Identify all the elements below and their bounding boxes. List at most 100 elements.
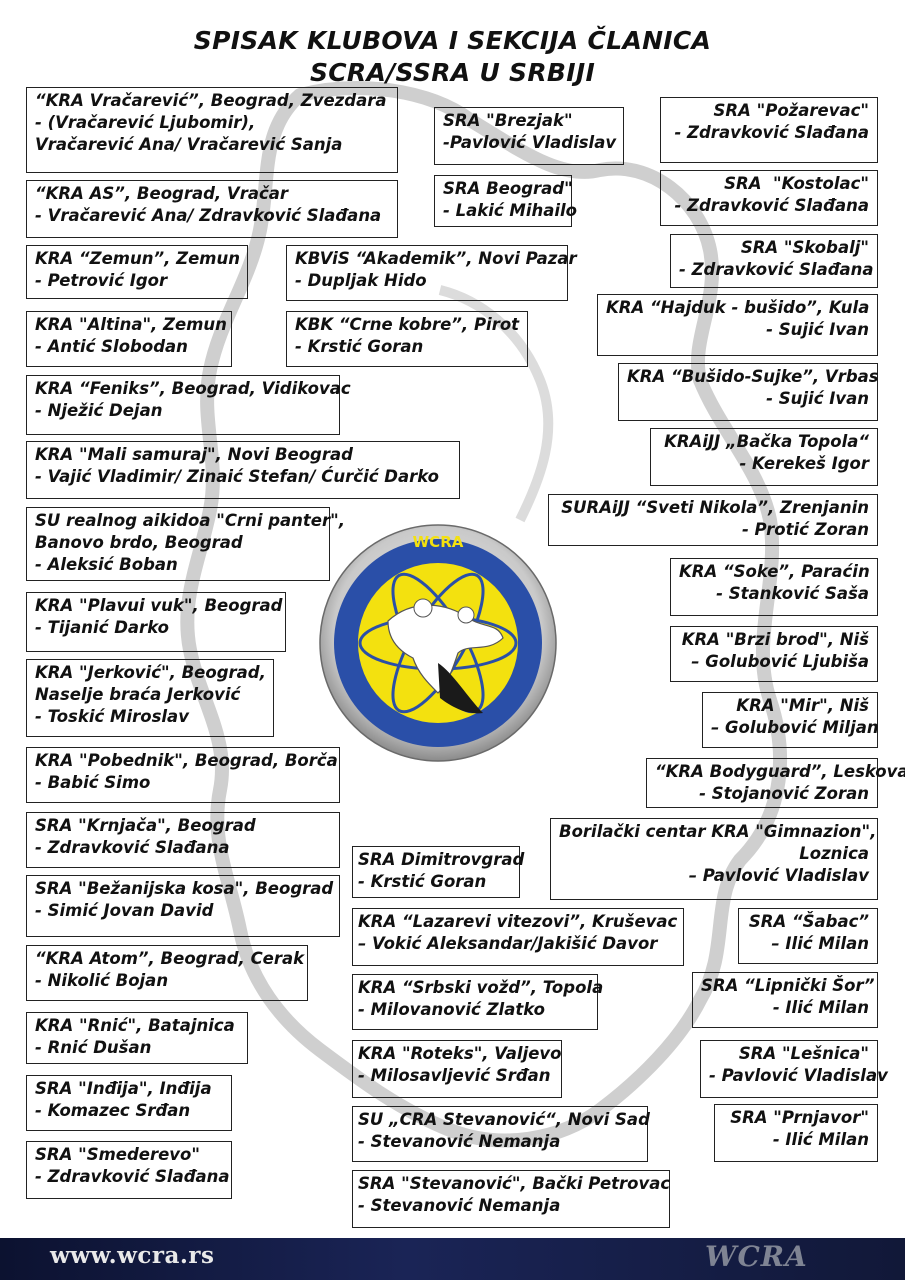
club-box: SRA "Kostolac" - Zdravković Slađana <box>660 170 878 226</box>
club-box: KBViS “Akademik”, Novi Pazar - Dupljak H… <box>286 245 577 301</box>
club-leader: - Zdravković Slađana <box>679 260 874 279</box>
club-box: KRA “Bušido-Sujke”, Vrbas - Sujić Ivan <box>618 363 879 421</box>
club-leader: - Stevanović Nemanja <box>358 1132 561 1151</box>
club-name: SU „CRA Stevanović“, Novi Sad <box>358 1110 650 1129</box>
club-box: SRA "Brezjak" -Pavlović Vladislav <box>434 107 624 165</box>
club-leader: - Sujić Ivan <box>766 320 869 339</box>
club-name: SRA "Brezjak" <box>443 111 573 130</box>
club-box: SRA "Smederevo" - Zdravković Slađana <box>26 1141 232 1199</box>
club-box: KRA “Zemun”, Zemun - Petrović Igor <box>26 245 248 299</box>
club-name: SRA "Požarevac" <box>713 101 869 120</box>
club-name: SRA "Smederevo" <box>35 1145 200 1164</box>
footer-brand-logo: WCRA <box>705 1240 808 1273</box>
club-leader: - Babić Simo <box>35 773 151 792</box>
club-box: “KRA Atom”, Beograd, Cerak - Nikolić Boj… <box>26 945 308 1001</box>
club-leader: - Toskić Miroslav <box>35 707 189 726</box>
club-leader: - Petrović Igor <box>35 271 168 290</box>
club-detail: Loznica <box>799 844 869 863</box>
club-name: KRA "Pobednik", Beograd, Borča <box>35 751 338 770</box>
club-leader: - Protić Zoran <box>741 520 869 539</box>
club-box: SU „CRA Stevanović“, Novi Sad - Stevanov… <box>352 1106 650 1162</box>
club-name: SU realnog aikidoa "Crni panter", <box>35 511 345 530</box>
club-name: SRA Beograd" <box>443 179 573 198</box>
club-box: KRAiJJ „Bačka Topola“ - Kerekeš Igor <box>650 428 878 486</box>
club-box: KRA "Altina", Zemun - Antić Slobodan <box>26 311 232 367</box>
club-leader: - Nježić Dejan <box>35 401 163 420</box>
serbia-map-outline <box>180 81 787 1148</box>
club-leader: - Milovanović Zlatko <box>358 1000 545 1019</box>
club-name: Borilački centar KRA "Gimnazion", <box>559 822 877 841</box>
club-name: SRA Dimitrovgrad <box>358 850 525 869</box>
club-leader: - Stojanović Zoran <box>699 784 869 803</box>
footer-bar: www.wcra.rs WCRA <box>0 1238 905 1280</box>
club-leader: - Kerekeš Igor <box>739 454 869 473</box>
club-name: KRA "Plavui vuk", Beograd <box>35 596 283 615</box>
club-leader: - Zdravković Slađana <box>674 123 869 142</box>
footer-url[interactable]: www.wcra.rs <box>50 1242 215 1269</box>
club-leader: - Komazec Srđan <box>35 1101 191 1120</box>
club-name: KRAiJJ „Bačka Topola“ <box>664 432 869 451</box>
club-box: SRA "Skobalj" - Zdravković Slađana <box>670 234 878 288</box>
club-leader: – Golubović Miljan <box>711 718 879 737</box>
club-name: KRA "Rnić", Batajnica <box>35 1016 235 1035</box>
club-box: KRA “Soke”, Paraćin - Stanković Saša <box>670 558 878 616</box>
club-box: KRA “Lazarevi vitezovi”, Kruševac – Voki… <box>352 908 684 966</box>
club-leader: - Stevanović Nemanja <box>358 1196 561 1215</box>
club-name: SRA "Kostolac" <box>724 174 869 193</box>
club-box: KRA “Hajduk - bušido”, Kula - Sujić Ivan <box>597 294 878 356</box>
club-box: SRA "Krnjača", Beograd - Zdravković Slađ… <box>26 812 340 868</box>
club-leader: -Pavlović Vladislav <box>443 133 617 152</box>
club-name: “KRA Vračarević”, Beograd, Zvezdara <box>35 91 387 110</box>
club-leader: - Sujić Ivan <box>766 389 869 408</box>
logo-top-text: WCRA <box>413 533 464 551</box>
club-leader: - Pavlović Vladislav <box>709 1066 888 1085</box>
club-name: SRA "Krnjača", Beograd <box>35 816 256 835</box>
club-box: KRA “Feniks”, Beograd, Vidikovac - Nježi… <box>26 375 351 435</box>
club-box: “KRA Vračarević”, Beograd, Zvezdara - (V… <box>26 87 398 173</box>
club-name: SRA “Šabac” <box>748 912 869 931</box>
club-name: SRA "Lešnica" <box>738 1044 869 1063</box>
club-name: SRA "Prnjavor" <box>730 1108 869 1127</box>
club-name: KRA “Zemun”, Zemun <box>35 249 240 268</box>
club-leader: - Krstić Goran <box>295 337 424 356</box>
club-name: KRA "Roteks", Valjevo <box>358 1044 562 1063</box>
club-leader: - Ilić Milan <box>772 1130 869 1149</box>
club-leader: - Zdravković Slađana <box>674 196 869 215</box>
club-leader: - Zdravković Slađana <box>35 838 230 857</box>
club-leader: - Aleksić Boban <box>35 555 178 574</box>
club-leader: Vračarević Ana/ Vračarević Sanja <box>35 135 343 154</box>
club-box: SRA "Inđija", Inđija - Komazec Srđan <box>26 1075 232 1131</box>
club-box: KRA "Mir", Niš – Golubović Miljan <box>702 692 879 748</box>
club-box: SRA “Šabac” – Ilić Milan <box>738 908 878 964</box>
club-box: SRA “Lipnički Šor” - Ilić Milan <box>692 972 878 1028</box>
club-name: KBK “Crne kobre”, Pirot <box>295 315 520 334</box>
club-box: SRA "Prnjavor" - Ilić Milan <box>714 1104 878 1162</box>
club-box: KRA "Rnić", Batajnica - Rnić Dušan <box>26 1012 248 1064</box>
club-leader: – Pavlović Vladislav <box>688 866 869 885</box>
club-leader: - Vračarević Ana/ Zdravković Slađana <box>35 206 382 225</box>
club-name: KRA “Soke”, Paraćin <box>679 562 870 581</box>
club-leader: - Nikolić Bojan <box>35 971 169 990</box>
club-leader: – Golubović Ljubiša <box>691 652 869 671</box>
club-name: KBViS “Akademik”, Novi Pazar <box>295 249 577 268</box>
club-box: SURAiJJ “Sveti Nikola”, Zrenjanin - Prot… <box>548 494 878 546</box>
club-name: SRA "Stevanović", Bački Petrovac <box>358 1174 671 1193</box>
club-box: KBK “Crne kobre”, Pirot - Krstić Goran <box>286 311 528 367</box>
club-name: “KRA AS”, Beograd, Vračar <box>35 184 289 203</box>
club-box: SU realnog aikidoa "Crni panter", Banovo… <box>26 507 345 581</box>
club-box: Borilački centar KRA "Gimnazion", Loznic… <box>550 818 878 900</box>
club-box: KRA "Mali samuraj", Novi Beograd - Vajić… <box>26 441 460 499</box>
club-leader: - Stanković Saša <box>716 584 869 603</box>
club-name: SRA “Lipnički Šor” <box>701 976 875 995</box>
club-name: KRA "Mir", Niš <box>736 696 869 715</box>
club-leader: - Simić Jovan David <box>35 901 214 920</box>
club-box: KRA "Plavui vuk", Beograd - Tijanić Dark… <box>26 592 286 652</box>
club-leader: - Vajić Vladimir/ Zinaić Stefan/ Ćurčić … <box>35 467 439 486</box>
club-leader: - Tijanić Darko <box>35 618 169 637</box>
club-box: SRA Beograd" - Lakić Mihailo <box>434 175 577 227</box>
club-name: KRA "Altina", Zemun <box>35 315 227 334</box>
club-leader: - Antić Slobodan <box>35 337 188 356</box>
club-box: KRA "Jerković", Beograd, Naselje braća J… <box>26 659 274 737</box>
club-detail: Banovo brdo, Beograd <box>35 533 243 552</box>
club-leader: – Vokić Aleksandar/Jakišić Davor <box>358 934 658 953</box>
